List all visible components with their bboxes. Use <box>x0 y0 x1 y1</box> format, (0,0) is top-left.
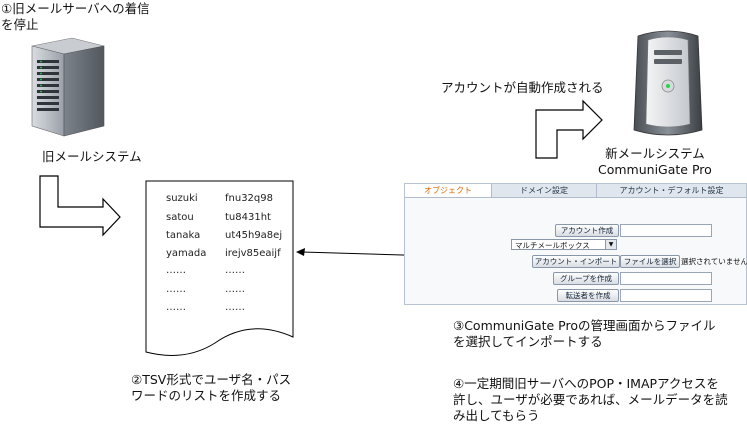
tsv-password: irejv85eaijf <box>225 248 281 259</box>
create-account-button[interactable]: アカウント作成 <box>555 224 619 237</box>
step3-line1: ③CommuniGate Proの管理画面からファイル <box>453 318 716 333</box>
create-account-input[interactable] <box>620 224 712 237</box>
tsv-password: fnu32q98 <box>225 193 273 204</box>
new-server-label-line2: CommuniGate Pro <box>598 162 712 177</box>
admin-panel: オブジェクト ドメイン設定 アカウント・デフォルト設定 アカウント作成 マルチメ… <box>404 183 747 305</box>
mailbox-type-value: マルチメールボックス <box>515 241 590 250</box>
tsv-user: yamada <box>166 248 207 259</box>
create-group-input[interactable] <box>620 272 712 285</box>
tsv-user: …… <box>166 284 186 295</box>
new-server-label: 新メールシステム CommuniGate Pro <box>598 146 712 178</box>
tsv-password: ut45h9a8ej <box>225 230 283 241</box>
step2-text: ②TSV形式でユーザ名・パス ワードのリストを作成する <box>131 372 291 404</box>
choose-file-button[interactable]: ファイルを選択 <box>620 255 680 268</box>
tsv-user: …… <box>166 265 186 276</box>
step4-line2: 許し、ユーザが必要であれば、メールデータを読 <box>453 392 728 407</box>
auto-create-label: アカウントが自動作成される <box>441 80 604 95</box>
create-forwarder-input[interactable] <box>620 289 712 302</box>
mailbox-type-select[interactable]: マルチメールボックス ▼ <box>511 239 617 250</box>
tsv-user: tanaka <box>166 230 201 241</box>
bent-arrow-up <box>535 99 603 159</box>
step2-line1: ②TSV形式でユーザ名・パス <box>131 372 292 387</box>
step3-text: ③CommuniGate Proの管理画面からファイル を選択してインポートする <box>453 318 716 350</box>
admin-tabs: オブジェクト ドメイン設定 アカウント・デフォルト設定 <box>405 184 746 198</box>
step1-text: ①旧メールサーバへの着信 を停止 <box>1 1 150 33</box>
tsv-password: …… <box>225 302 245 313</box>
step1-line1: ①旧メールサーバへの着信 <box>1 1 150 16</box>
new-server-icon <box>633 30 703 136</box>
tsv-password: tu8431ht <box>225 212 271 223</box>
tab-account-defaults[interactable]: アカウント・デフォルト設定 <box>619 186 724 195</box>
bent-arrow-to-list <box>39 175 121 237</box>
tab-object[interactable]: オブジェクト <box>405 184 492 197</box>
no-file-selected-text: 選択されていません <box>681 257 747 266</box>
old-server-icon <box>31 37 105 137</box>
step4-line1: ④一定期間旧サーバへのPOP・IMAPアクセスを <box>453 376 719 391</box>
create-forwarder-button[interactable]: 転送者を作成 <box>557 289 619 302</box>
tsv-user: suzuki <box>166 193 198 204</box>
tsv-user: …… <box>166 302 186 313</box>
step4-text: ④一定期間旧サーバへのPOP・IMAPアクセスを 許し、ユーザが必要であれば、メ… <box>453 376 728 424</box>
step4-line3: み出してもらう <box>453 408 540 423</box>
tsv-password: …… <box>225 284 245 295</box>
tsv-document-shape <box>145 180 294 356</box>
tab-domain-settings[interactable]: ドメイン設定 <box>492 184 597 197</box>
chevron-down-icon: ▼ <box>605 240 616 249</box>
old-server-label: 旧メールシステム <box>42 149 142 164</box>
create-group-button[interactable]: グループを作成 <box>553 272 619 285</box>
tsv-password: …… <box>225 265 245 276</box>
import-account-button[interactable]: アカウント・インポート <box>532 255 620 268</box>
step2-line2: ワードのリストを作成する <box>131 388 282 403</box>
step3-line2: を選択してインポートする <box>453 334 603 349</box>
step1-line2: を停止 <box>1 17 39 32</box>
tsv-user: satou <box>166 212 194 223</box>
new-server-label-line1: 新メールシステム <box>605 146 705 161</box>
